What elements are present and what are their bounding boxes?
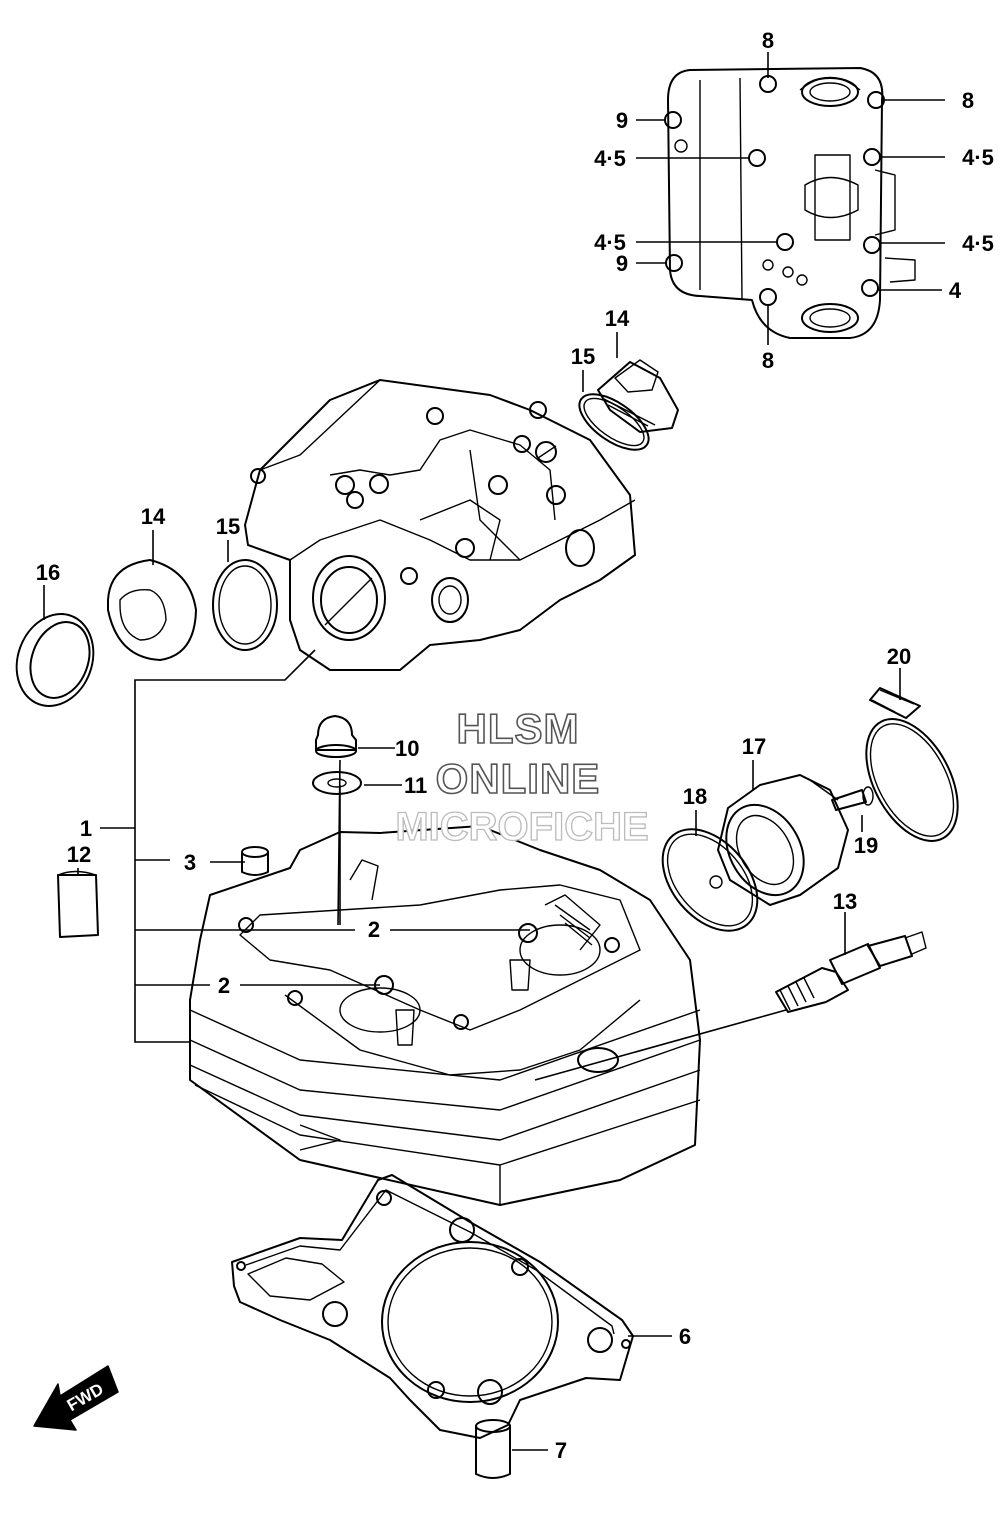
callout-8-right: 8 xyxy=(962,88,974,113)
callout-18: 18 xyxy=(683,784,707,809)
callout-17: 17 xyxy=(742,734,766,759)
cylinder-head-lower xyxy=(189,825,701,1206)
callout-8-bottom: 8 xyxy=(762,348,774,373)
intake-pipe-clamp xyxy=(661,687,959,932)
callout-1: 1 xyxy=(80,816,92,841)
cylinder-head-assembly xyxy=(244,379,636,671)
fwd-direction-arrow: FWD xyxy=(33,1365,119,1431)
leaders-main xyxy=(43,332,901,1451)
callout-2-upper: 2 xyxy=(368,917,380,942)
callout-9-upper: 9 xyxy=(616,108,628,133)
dowel-7 xyxy=(475,1419,511,1479)
callout-14-left: 14 xyxy=(141,504,166,529)
callout-labels: 8 8 9 4·5 4·5 4·5 4·5 9 4 8 14 15 14 15 … xyxy=(36,28,994,1463)
callout-12: 12 xyxy=(67,842,91,867)
callout-3: 3 xyxy=(184,850,196,875)
watermark-line-2: ONLINE xyxy=(436,755,601,802)
watermark: HLSM ONLINE MICROFICHE xyxy=(395,704,650,849)
nut-and-washer xyxy=(312,715,362,795)
watermark-line-3: MICROFICHE xyxy=(395,805,648,849)
callout-15-left: 15 xyxy=(216,514,240,539)
head-top-view xyxy=(664,67,916,339)
callout-16: 16 xyxy=(36,560,60,585)
callout-4-5-lower-right: 4·5 xyxy=(962,231,994,256)
dowel-pins xyxy=(57,846,269,938)
callout-4: 4 xyxy=(949,278,962,303)
callout-9-lower: 9 xyxy=(616,251,628,276)
callout-2-lower: 2 xyxy=(218,973,230,998)
callout-13: 13 xyxy=(833,889,857,914)
callout-8-top: 8 xyxy=(762,28,774,53)
cap-and-o-ring-upper xyxy=(578,359,679,451)
watermark-line-1: HLSM xyxy=(457,705,580,752)
callout-4-5-upper-left: 4·5 xyxy=(594,146,626,171)
callout-19: 19 xyxy=(854,833,878,858)
top-view-leaders xyxy=(636,52,945,345)
callout-15-upper: 15 xyxy=(571,344,595,369)
left-seal-cap-ring xyxy=(15,559,278,707)
callout-20: 20 xyxy=(887,644,911,669)
callout-7: 7 xyxy=(555,1438,567,1463)
callout-14-upper: 14 xyxy=(605,306,630,331)
callout-4-5-upper-right: 4·5 xyxy=(962,145,994,170)
spark-plug xyxy=(775,931,927,1013)
callout-4-5-lower-left: 4·5 xyxy=(594,230,626,255)
callout-11: 11 xyxy=(404,773,427,798)
callout-10: 10 xyxy=(395,736,419,761)
callout-6: 6 xyxy=(679,1324,691,1349)
head-gasket xyxy=(231,1174,634,1439)
